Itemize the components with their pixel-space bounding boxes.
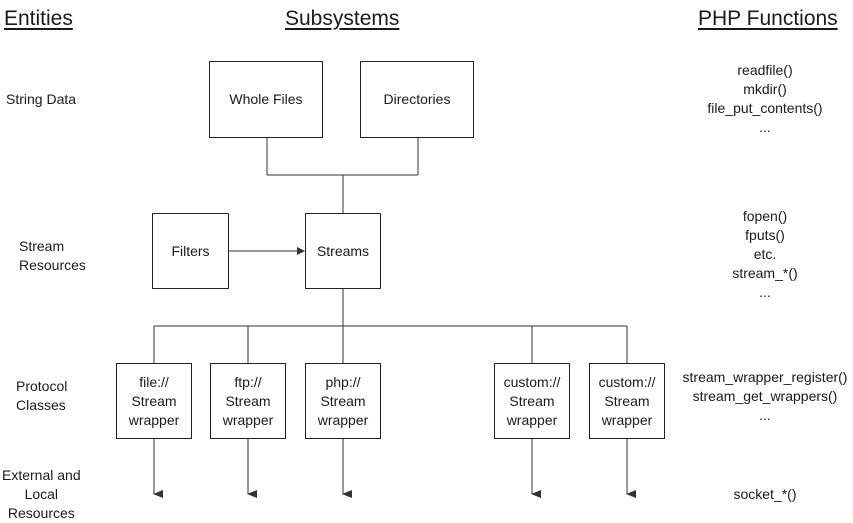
row-label-protocol-classes: Protocol Classes	[16, 378, 68, 413]
box-ftp-stream-wrapper: ftp:// Stream wrapper	[210, 363, 286, 439]
box-file-stream-wrapper: file:// Stream wrapper	[116, 363, 192, 439]
box-whole-files: Whole Files	[209, 61, 323, 138]
heading-subsystems: Subsystems	[285, 7, 400, 30]
box-directories: Directories	[360, 61, 474, 138]
box-php-stream-wrapper: php:// Stream wrapper	[305, 363, 381, 439]
functions-external-resources: socket_*()	[733, 486, 797, 502]
functions-string-data: readfile() mkdir() file_put_contents() .…	[707, 62, 823, 135]
box-custom-stream-wrapper-2: custom:// Stream wrapper	[589, 363, 665, 439]
row-label-external-local-resources: External and Local Resources	[2, 467, 81, 521]
box-filters: Filters	[152, 213, 229, 289]
heading-php-functions: PHP Functions	[698, 7, 838, 30]
box-custom-stream-wrapper-1: custom:// Stream wrapper	[494, 363, 570, 439]
functions-stream-resources: fopen() fputs() etc. stream_*() ...	[732, 208, 798, 300]
functions-protocol-classes: stream_wrapper_register() stream_get_wra…	[682, 369, 848, 423]
box-streams: Streams	[305, 213, 381, 289]
heading-entities: Entities	[4, 7, 73, 30]
row-label-stream-resources: Stream Resources	[19, 238, 86, 273]
row-label-string-data: String Data	[6, 91, 77, 107]
